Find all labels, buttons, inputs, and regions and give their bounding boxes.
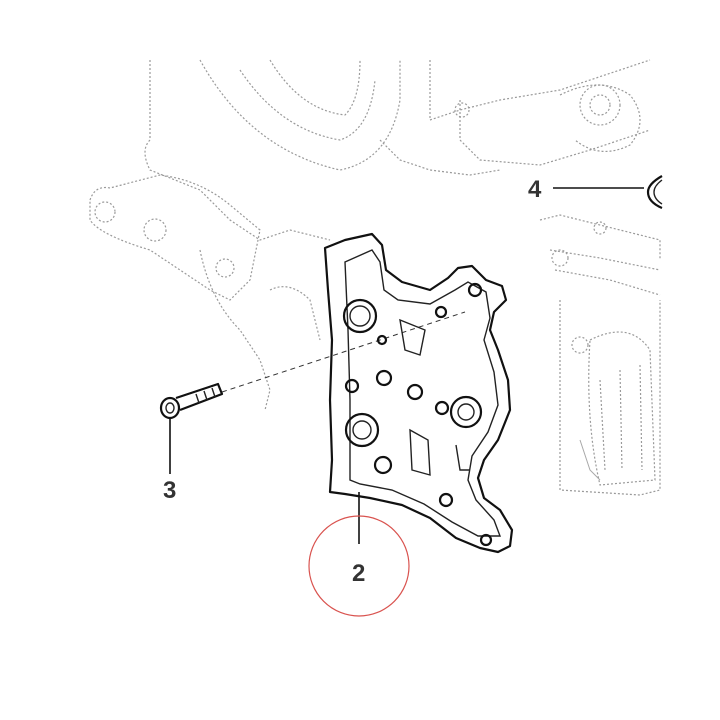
- callout-4-label[interactable]: 4: [528, 176, 542, 203]
- callout-3-label[interactable]: 3: [163, 477, 176, 504]
- timing-cover-plate-icon[interactable]: [323, 232, 514, 554]
- bolt-icon[interactable]: [159, 382, 224, 420]
- engine-block-background: [89, 59, 661, 496]
- bolt-alignment-line: [221, 311, 466, 393]
- callout-2-highlight-ring: [308, 515, 410, 617]
- o-ring-seal-icon[interactable]: [646, 175, 663, 210]
- callout-2-label[interactable]: 2: [352, 560, 365, 587]
